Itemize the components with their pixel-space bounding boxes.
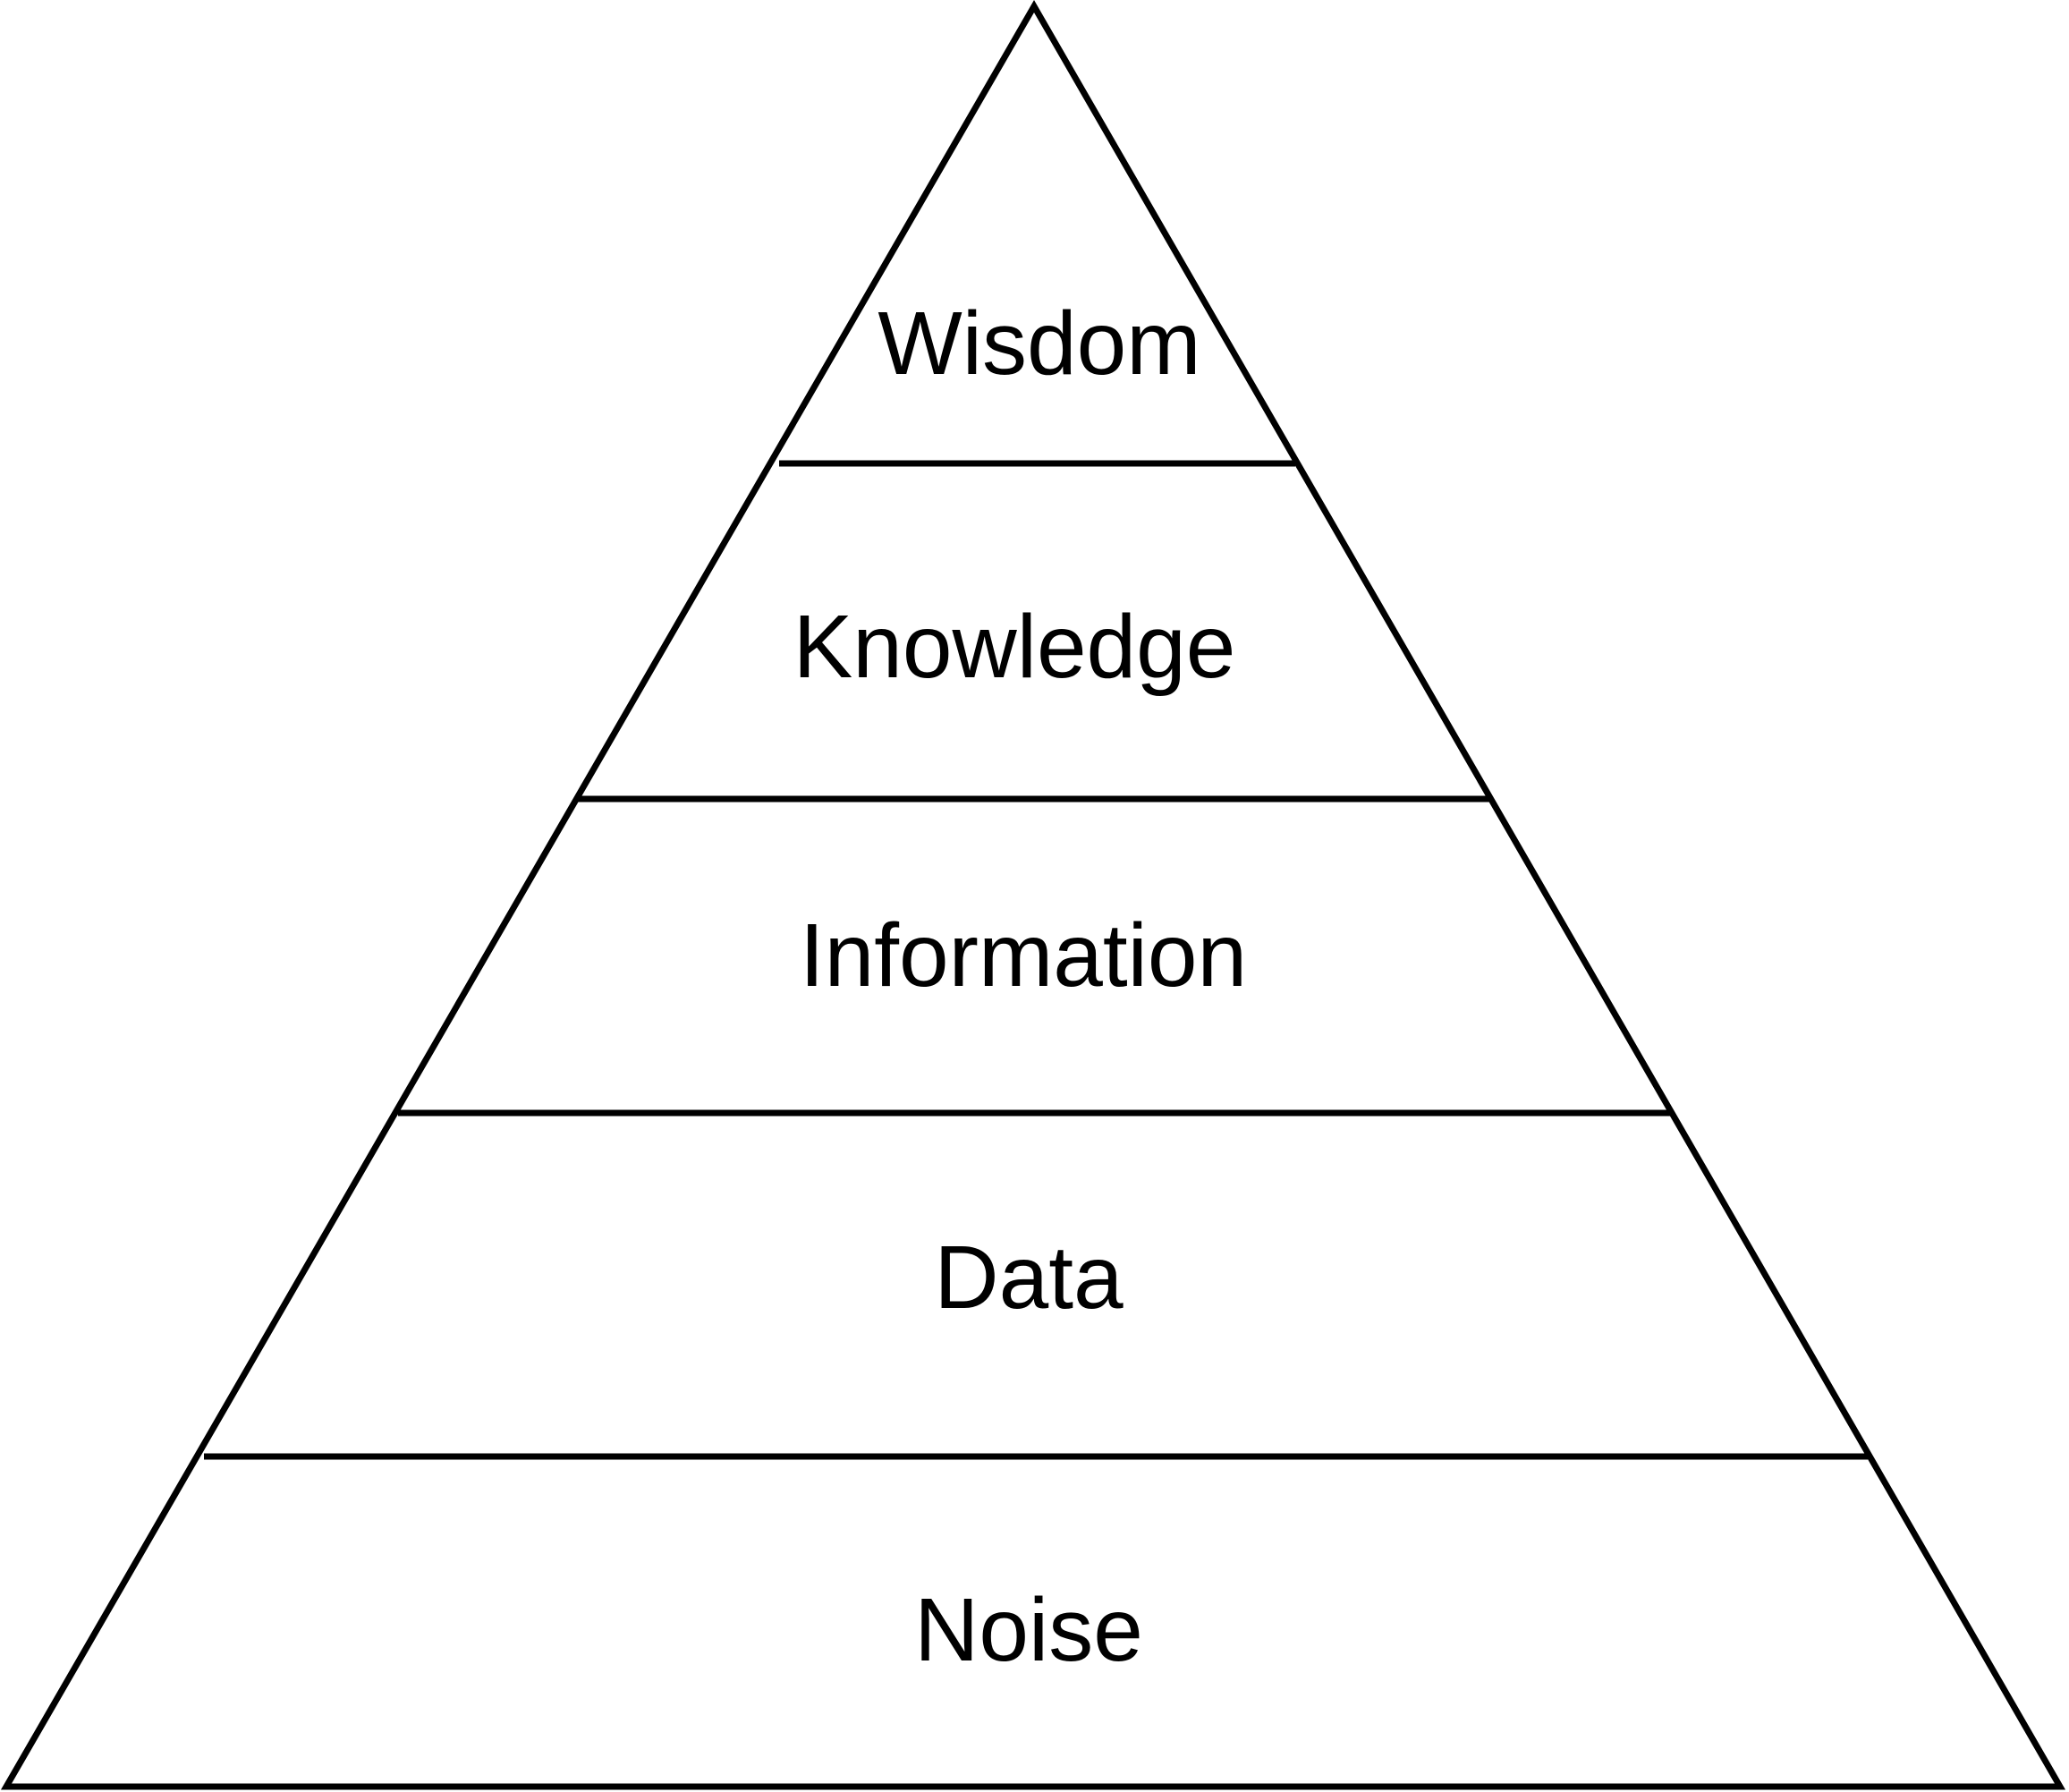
level-label-data: Data: [934, 1227, 1124, 1328]
level-label-wisdom: Wisdom: [878, 293, 1200, 394]
level-label-knowledge: Knowledge: [793, 597, 1236, 697]
level-label-noise: Noise: [914, 1580, 1143, 1680]
level-label-information: Information: [800, 905, 1247, 1006]
